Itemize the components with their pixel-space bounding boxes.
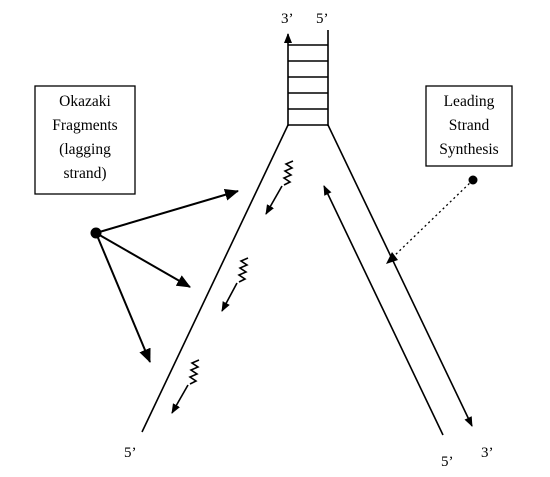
okazaki-fragment	[171, 359, 200, 414]
okazaki-box-frame	[34, 85, 136, 195]
okazaki-box-line: strand)	[63, 165, 106, 182]
rna-primer-squiggle	[282, 160, 294, 186]
okazaki-box-line: (lagging	[59, 141, 111, 158]
leading-pointer-group	[386, 175, 478, 264]
rna-primer-squiggle	[188, 359, 200, 385]
leading-template-strand	[327, 124, 473, 427]
dotted-pointer-line	[391, 179, 474, 259]
leading-box-line: Synthesis	[439, 141, 498, 158]
top-right-end-label: 5’	[316, 11, 329, 27]
okazaki-fragment	[221, 257, 249, 312]
fragment-arrow	[171, 384, 189, 414]
okazaki-box-line: Fragments	[52, 117, 117, 134]
bottom-right-end-label: 3’	[481, 445, 494, 461]
leading-box-line: Strand	[449, 117, 490, 134]
rna-primer-squiggle	[237, 257, 249, 283]
fragment-arrow	[265, 185, 283, 215]
pointer-arrow	[95, 232, 191, 288]
bottom-left-end-label: 5’	[124, 445, 137, 461]
okazaki-fragment	[265, 160, 294, 215]
leading-box-frame	[425, 85, 513, 167]
fragment-arrow	[221, 282, 238, 312]
lagging-template-strand	[141, 124, 289, 433]
pointer-arrow	[95, 232, 151, 363]
parent-duplex-ladder	[284, 30, 329, 126]
okazaki-box-line: Okazaki	[59, 93, 111, 110]
leading-box-line: Leading	[444, 93, 495, 110]
okazaki-pointer-group	[90, 188, 239, 363]
leading-new-strand	[323, 185, 444, 436]
okazaki-label-box: Okazaki Fragments (lagging strand)	[34, 85, 136, 195]
leading-label-box: Leading Strand Synthesis	[425, 85, 513, 167]
top-left-end-label: 3’	[281, 11, 294, 27]
pointer-arrow	[95, 188, 239, 234]
bottom-mid-end-label: 5’	[441, 454, 454, 470]
dotted-pointer-head	[386, 252, 398, 264]
